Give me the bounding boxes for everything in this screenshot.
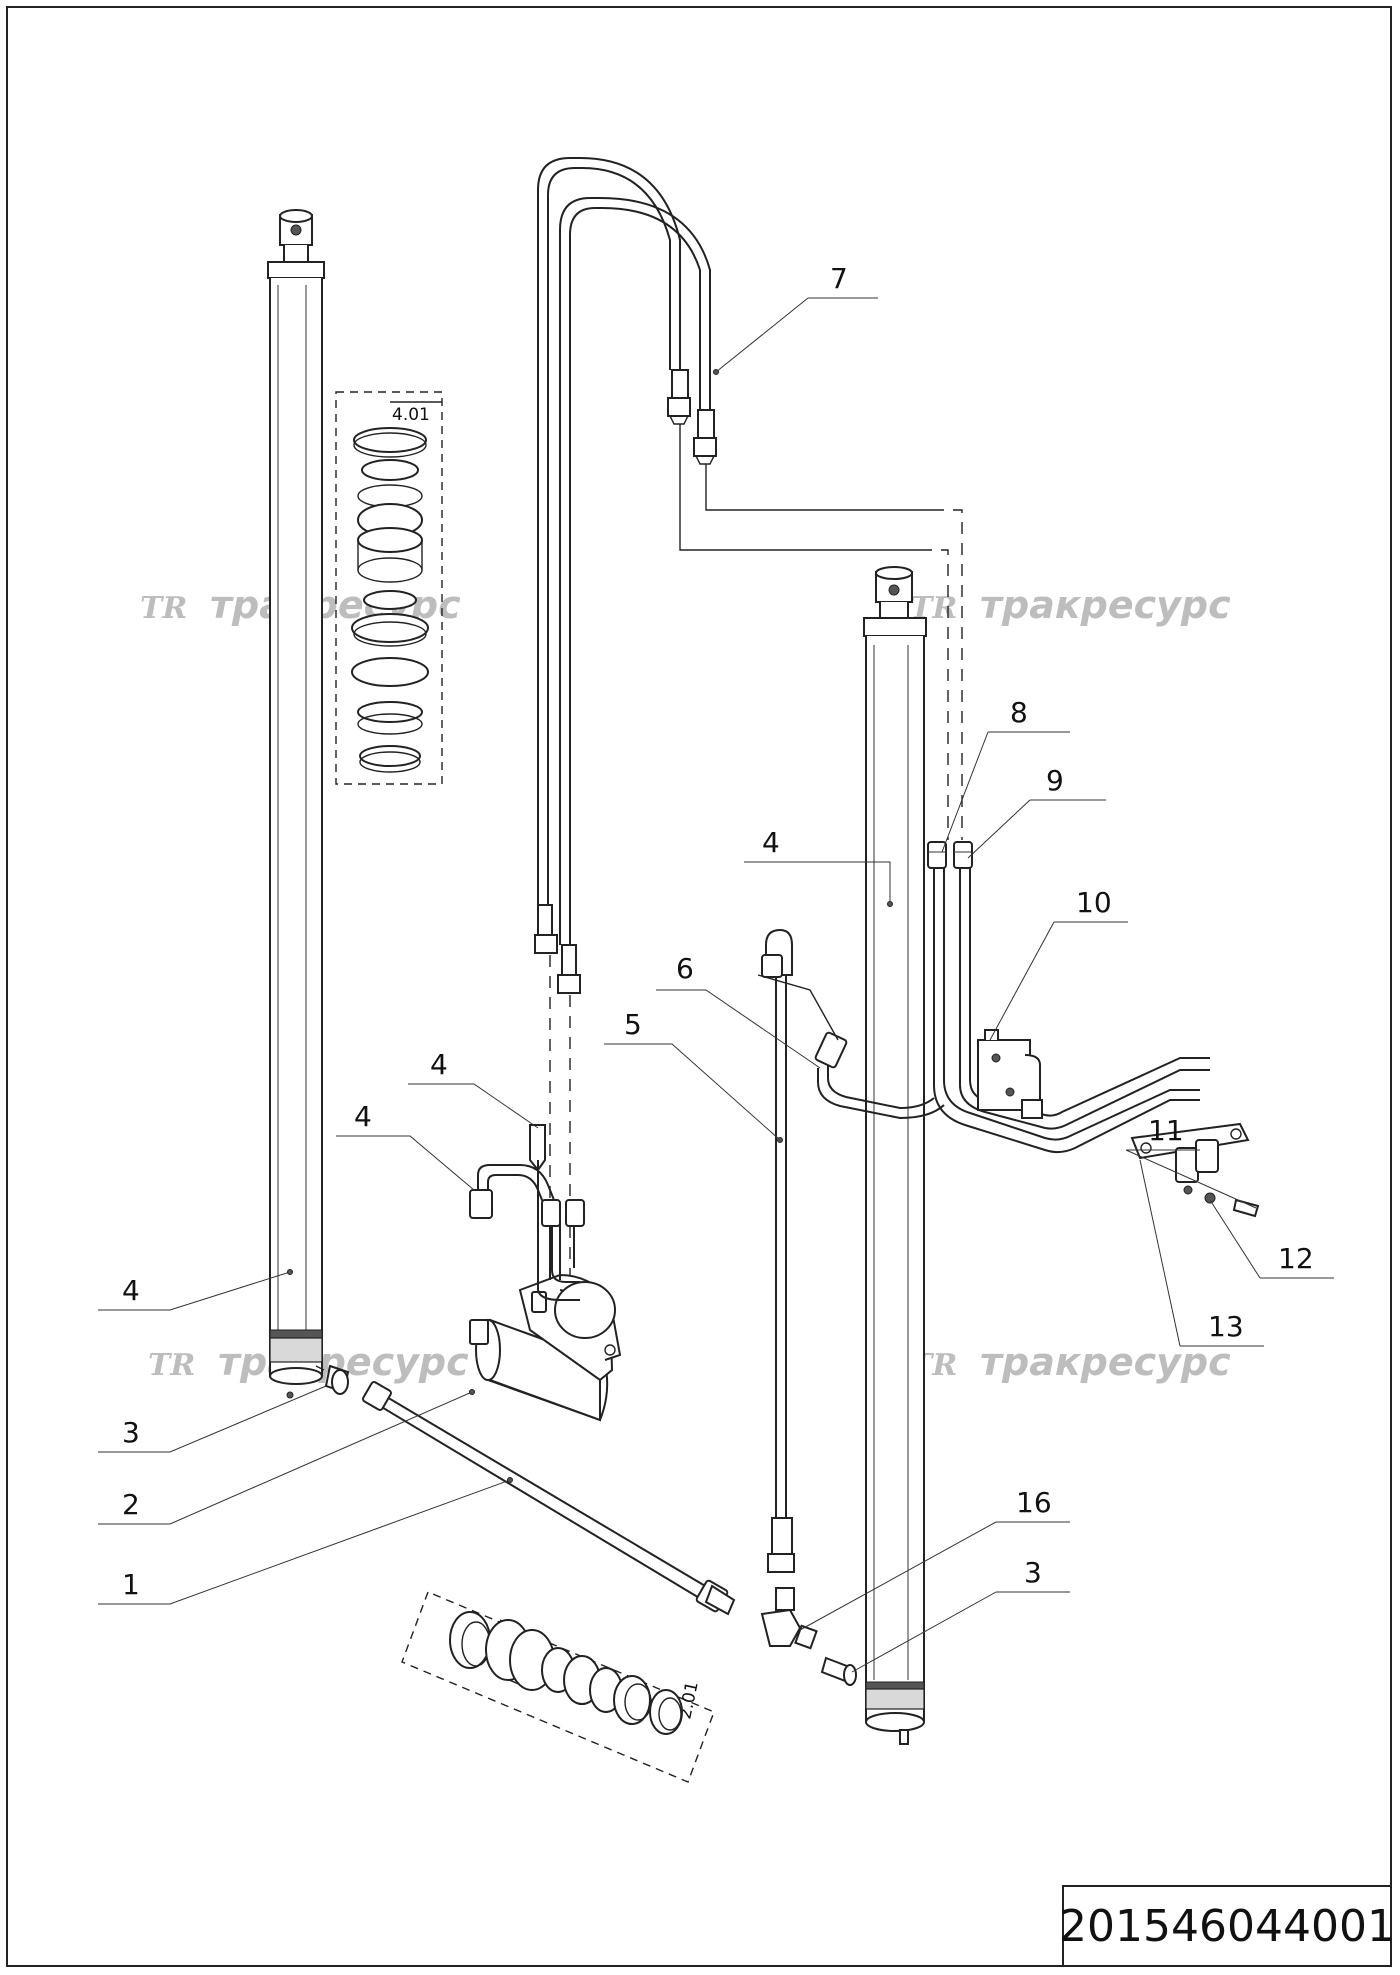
kit-401-label: 4.01 [392,405,430,425]
watermark-top-left: TR тракресурс [140,583,461,627]
callout-9: 7 [830,262,848,295]
svg-text:TR: TR [140,591,187,626]
cylinder-right [863,566,927,1745]
pipe-7 [761,928,795,1573]
cylinder-left [267,209,325,1399]
valve-block [977,1029,1043,1119]
callout-5: 4 [354,1100,372,1133]
callout-10: 8 [1010,696,1028,729]
callout-16: 16 [1016,1486,1052,1519]
callout-14: 12 [1278,1242,1314,1275]
callout-15: 13 [1208,1310,1244,1343]
callout-6: 4 [430,1048,448,1081]
watermark-bottom-right: TR тракресурс [910,1340,1231,1384]
callout-8: 6 [676,952,694,985]
callout-3-right: 3 [1024,1556,1042,1589]
callout-numbers: 7 8 9 4 10 6 5 4 4 11 12 13 4 3 2 1 16 3 [122,262,1314,1601]
connection-dashes [549,424,963,1280]
callout-leaders [98,297,1334,1673]
hose-loop [534,157,717,994]
callout-4-left: 4 [122,1274,140,1307]
callout-13: 11 [1148,1114,1184,1147]
watermark-bottom-left: TR тракресурс [148,1340,469,1384]
callout-1: 1 [122,1568,140,1601]
tee-16 [760,1587,818,1650]
fitting-3-left [315,1364,350,1395]
hose-1 [362,1381,736,1616]
callout-12: 10 [1076,886,1112,919]
svg-text:тракресурс: тракресурс [980,1340,1231,1384]
svg-text:TR: TR [148,1348,195,1383]
callout-3-left: 3 [122,1416,140,1449]
seal-kit-201: 2.01 [401,1591,715,1783]
pipe-8 [757,974,945,1120]
callout-4-right: 4 [762,826,780,859]
seal-kit-401: 4.01 [335,391,443,785]
fitting-3-right [820,1656,857,1686]
drawing-frame [6,6,1392,1967]
callout-7: 5 [624,1008,642,1041]
fitting-5-and-6 [469,1124,585,1301]
svg-text:тракресурс: тракресурс [980,583,1231,627]
accumulator [469,1273,622,1422]
pipe-bundle [927,841,1210,1154]
watermark-top-right: TR тракресурс [910,583,1231,627]
drawing-number: 201546044001 [1059,1885,1395,1967]
callout-2: 2 [122,1488,140,1521]
callout-11: 9 [1046,764,1064,797]
